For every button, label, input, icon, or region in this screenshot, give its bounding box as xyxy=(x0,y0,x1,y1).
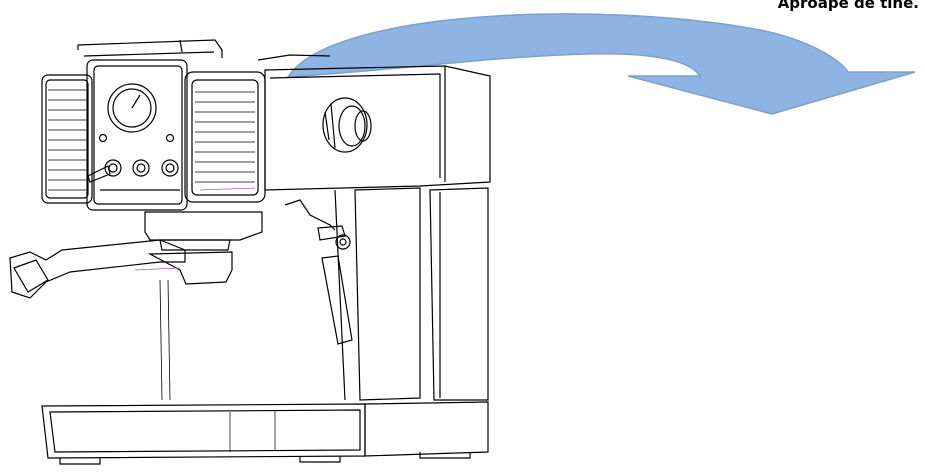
drip-tray xyxy=(41,401,489,465)
right-ribbed-housing xyxy=(184,71,266,203)
switch-left xyxy=(104,159,122,177)
top-cup-rail xyxy=(77,39,223,58)
switch-right xyxy=(161,159,179,177)
group-head xyxy=(144,211,263,241)
portafilter xyxy=(9,239,233,299)
espresso-machine xyxy=(9,39,491,465)
pressure-gauge xyxy=(107,83,157,133)
control-panel xyxy=(86,59,188,211)
caption-text: Aproape de tine. xyxy=(777,0,919,12)
left-ribbed-housing xyxy=(41,74,93,204)
curved-arrow xyxy=(286,13,916,115)
upper-body xyxy=(264,65,491,191)
water-tank xyxy=(334,187,489,401)
control-knob xyxy=(322,97,372,153)
steam-wand xyxy=(284,199,353,345)
portafilter-handle xyxy=(9,239,186,299)
switch-middle xyxy=(132,159,150,177)
